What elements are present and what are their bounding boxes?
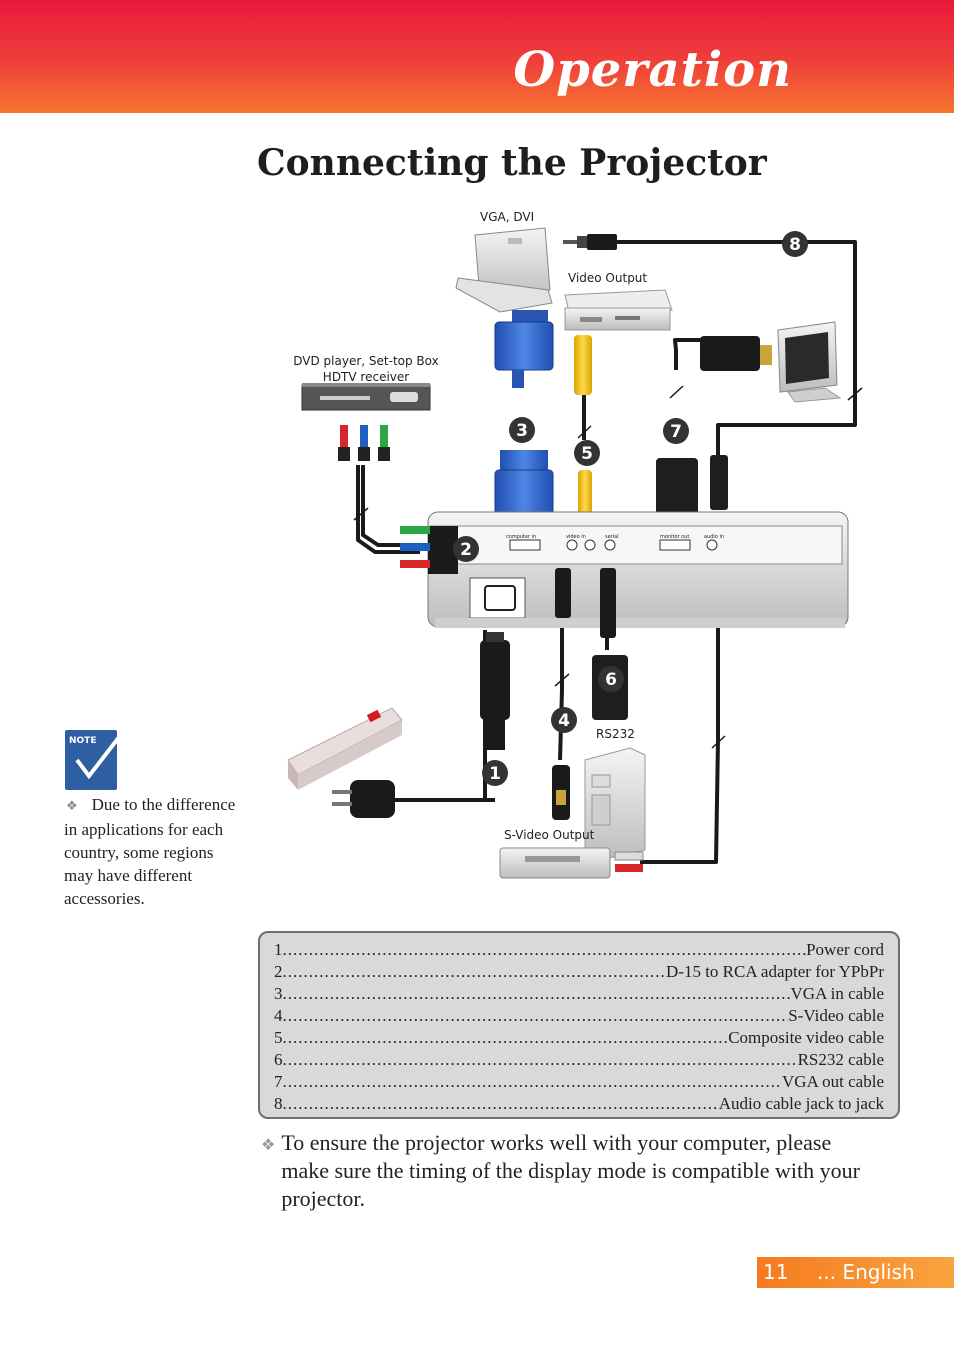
callout-2: 2 bbox=[453, 536, 479, 562]
bullet-icon: ❖ bbox=[261, 1135, 276, 1154]
page-footer: 11 ... English bbox=[757, 1257, 954, 1288]
port-video-in: video in bbox=[566, 534, 586, 540]
svg-text:4: 4 bbox=[558, 711, 570, 731]
svg-text:3: 3 bbox=[516, 421, 528, 441]
projector-icon: computer in video in serial monitor out … bbox=[427, 511, 849, 628]
label-vga-dvi: VGA, DVI bbox=[480, 210, 534, 224]
video-player-icon bbox=[564, 289, 673, 331]
port-serial: serial bbox=[605, 534, 619, 540]
dvd-player-icon bbox=[301, 383, 431, 411]
audio-jack-top-icon bbox=[563, 234, 617, 250]
svg-text:8: 8 bbox=[789, 235, 801, 255]
callout-1: 1 bbox=[482, 760, 508, 786]
port-computer-in: computer in bbox=[506, 534, 536, 540]
svg-text:7: 7 bbox=[670, 422, 682, 442]
callout-3: 3 bbox=[509, 417, 535, 443]
legend-row: 3VGA in cable bbox=[274, 984, 884, 1006]
rca-plugs-icon bbox=[338, 425, 390, 461]
laptop-icon bbox=[455, 227, 553, 313]
legend-row: 5Composite video cable bbox=[274, 1028, 884, 1050]
callout-7: 7 bbox=[663, 418, 689, 444]
label-rs232: RS232 bbox=[596, 727, 635, 741]
wall-plug-icon bbox=[332, 780, 395, 818]
svg-text:6: 6 bbox=[605, 670, 617, 690]
monitor-icon bbox=[777, 321, 842, 403]
label-hdtv-receiver: HDTV receiver bbox=[323, 370, 409, 384]
callout-8: 8 bbox=[782, 231, 808, 257]
checkmark-icon bbox=[75, 736, 117, 780]
note-icon: NOTE bbox=[65, 730, 117, 790]
svg-text:1: 1 bbox=[489, 764, 501, 784]
page-heading: Connecting the Projector bbox=[257, 142, 767, 184]
pc-tower-icon bbox=[584, 747, 646, 861]
legend-row: 2D-15 to RCA adapter for YPbPr bbox=[274, 962, 884, 984]
header-banner: Operation bbox=[0, 0, 954, 113]
audio-jack-projector-icon bbox=[710, 455, 728, 510]
section-title: Operation bbox=[513, 42, 792, 98]
label-dvd-player: DVD player, Set-top Box bbox=[293, 354, 438, 368]
svg-text:2: 2 bbox=[460, 540, 472, 560]
note-badge-label: NOTE bbox=[69, 736, 97, 746]
rca-yellow-icon bbox=[574, 335, 592, 515]
tip-text: To ensure the projector works well with … bbox=[281, 1130, 860, 1211]
legend-row: 6RS232 cable bbox=[274, 1050, 884, 1072]
port-audio-in: audio in bbox=[704, 534, 724, 540]
bullet-icon: ❖ bbox=[66, 799, 78, 814]
page-number: 11 bbox=[763, 1260, 789, 1284]
legend-row: 4S-Video cable bbox=[274, 1006, 884, 1028]
note-text: ❖Due to the difference in applications f… bbox=[64, 795, 236, 908]
svg-text:5: 5 bbox=[581, 444, 593, 464]
power-strip-icon bbox=[287, 707, 403, 790]
language-label: ... English bbox=[817, 1260, 915, 1284]
vga-out-cable-top-icon bbox=[700, 336, 772, 371]
legend-row: 1Power cord bbox=[274, 940, 884, 962]
vga-out-connector-projector-icon bbox=[656, 458, 698, 522]
legend-row: 8Audio cable jack to jack bbox=[274, 1094, 884, 1116]
component-plugs-icon bbox=[400, 526, 430, 568]
cable-legend: 1Power cord 2D-15 to RCA adapter for YPb… bbox=[258, 931, 900, 1119]
tip-note: ❖ To ensure the projector works well with… bbox=[261, 1129, 881, 1213]
label-video-output: Video Output bbox=[568, 271, 647, 285]
port-monitor-out: monitor out bbox=[660, 534, 689, 540]
svideo-player-icon bbox=[499, 847, 644, 879]
power-plug-icon bbox=[480, 632, 510, 750]
cable-break-marks bbox=[353, 385, 863, 749]
callout-4: 4 bbox=[551, 707, 577, 733]
vga-connector-projector-icon bbox=[494, 450, 554, 523]
svideo-cable-icon bbox=[552, 568, 571, 820]
label-svideo-output: S-Video Output bbox=[504, 828, 595, 842]
legend-row: 7VGA out cable bbox=[274, 1072, 884, 1094]
vga-connector-top-icon bbox=[494, 310, 554, 388]
callout-5: 5 bbox=[574, 440, 600, 466]
connection-diagram: computer in video in serial monitor out … bbox=[287, 210, 863, 879]
callout-6: 6 bbox=[598, 666, 624, 692]
